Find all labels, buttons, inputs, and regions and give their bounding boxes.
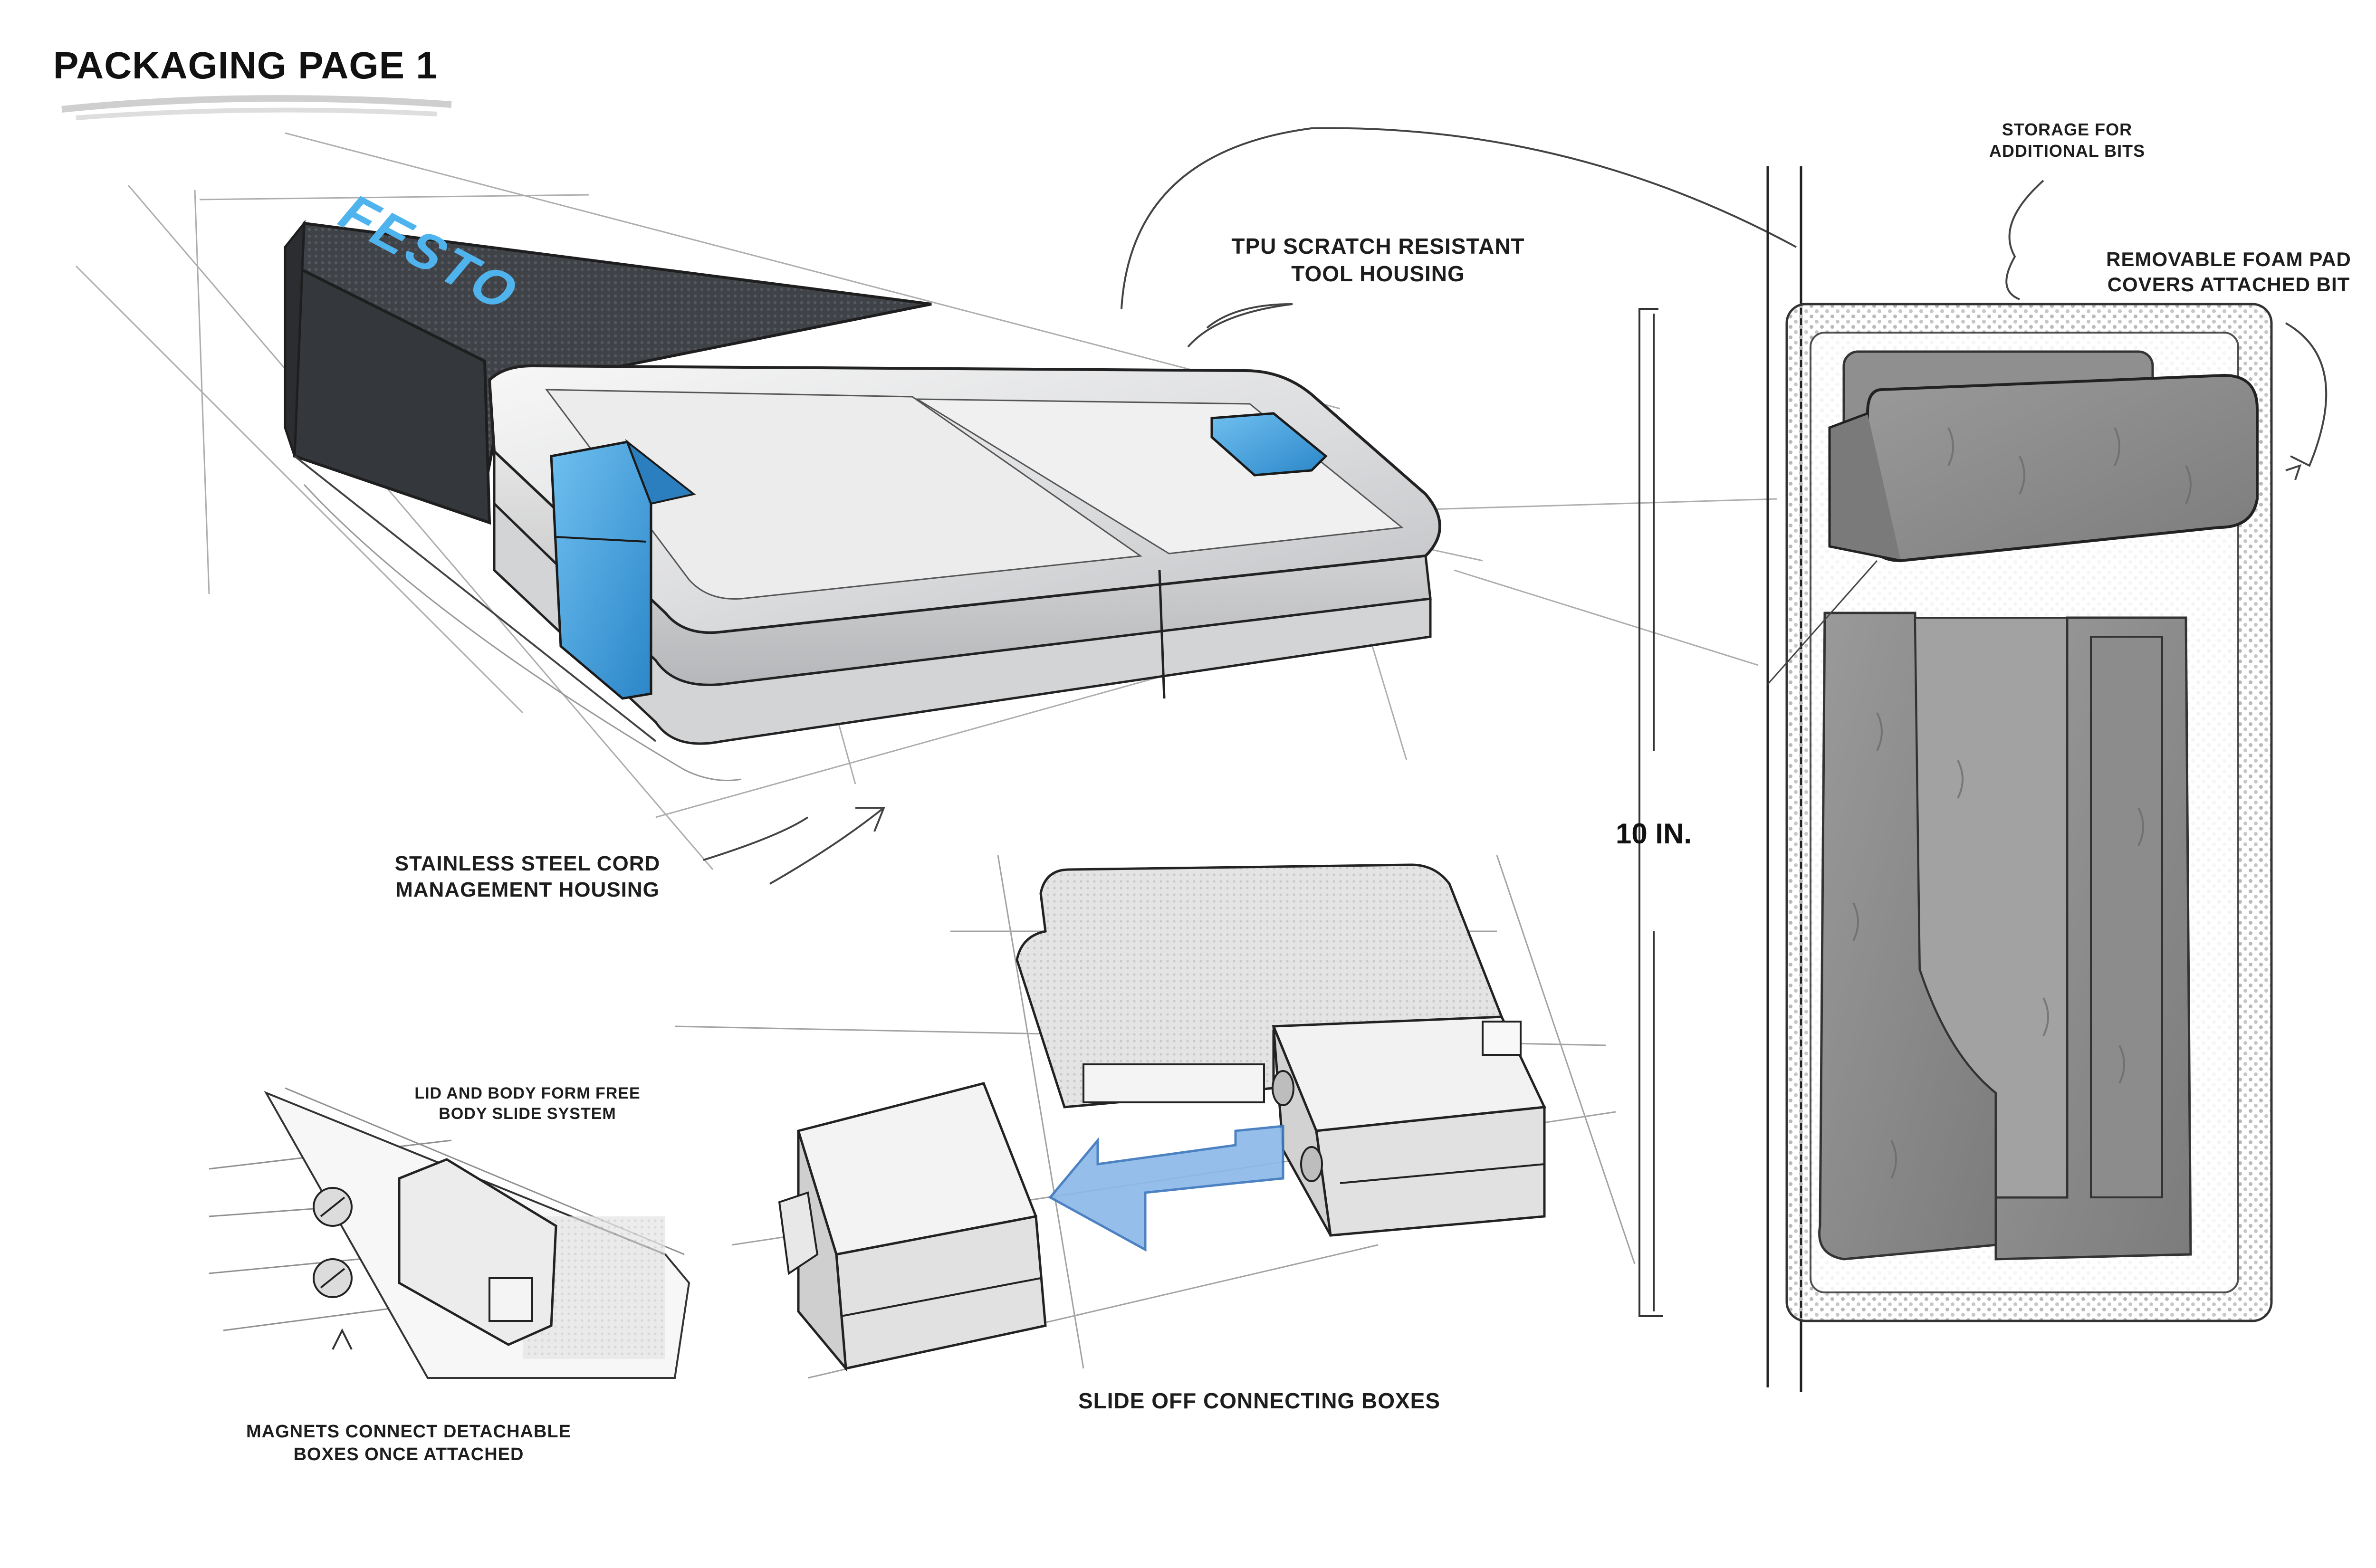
- curved-arrow-icon: [2285, 464, 2302, 480]
- blue-clip-front: [550, 440, 652, 700]
- callout-lid-body: LID AND BODY FORM FREE BODY SLIDE SYSTEM: [414, 1084, 641, 1123]
- callout-storage-bits: STORAGE FOR ADDITIONAL BITS: [1989, 120, 2146, 161]
- callout-slide-off: SLIDE OFF CONNECTING BOXES: [1078, 1388, 1441, 1413]
- page-title: PACKAGING PAGE 1: [53, 44, 438, 86]
- slide-boxes-sketch: [674, 855, 1636, 1379]
- foam-insert-sketch: [1638, 166, 2302, 1392]
- callout-tpu-housing: TPU SCRATCH RESISTANT TOOL HOUSING: [1231, 234, 1525, 286]
- callout-magnets: MAGNETS CONNECT DETACHABLE BOXES ONCE AT…: [246, 1422, 571, 1464]
- blue-clip-back: [1210, 412, 1328, 477]
- main-case-sketch: [284, 220, 1441, 781]
- title-underline: [61, 95, 452, 120]
- callout-stainless-housing: STAINLESS STEEL CORD MANAGEMENT HOUSING: [394, 852, 661, 901]
- slide-arrow-icon: [1048, 1125, 1284, 1252]
- callout-foam-pad: REMOVABLE FOAM PAD COVERS ATTACHED BIT: [2106, 248, 2351, 296]
- leader-lines: [703, 127, 2328, 885]
- slide-detail-sketch: [209, 1087, 690, 1379]
- dimension-label: 10 IN.: [1616, 818, 1692, 850]
